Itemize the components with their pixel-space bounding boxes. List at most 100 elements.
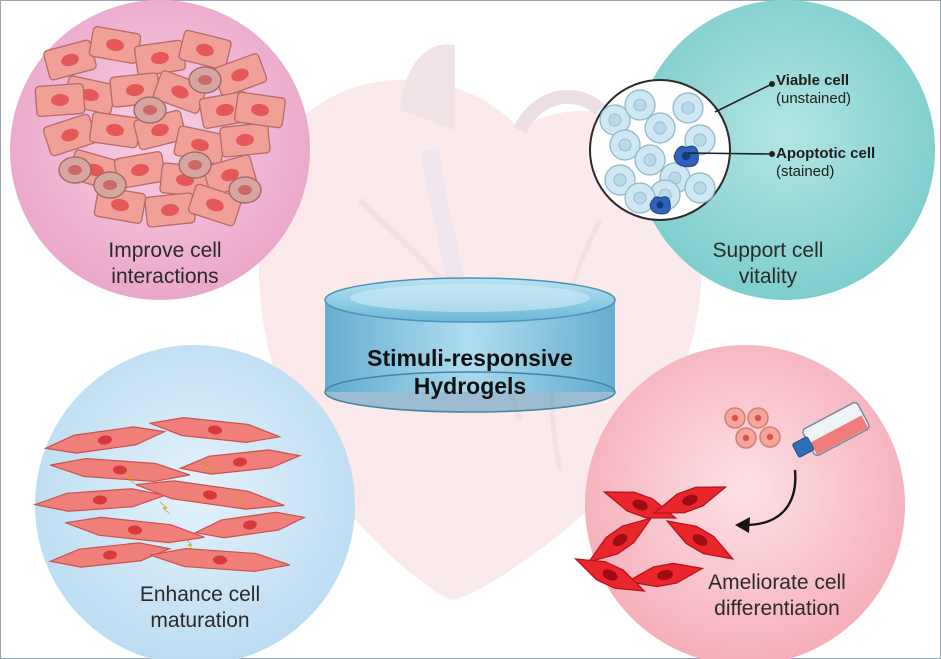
cell-nucleus (51, 93, 69, 107)
gap-junction-spark (184, 538, 196, 552)
cell-nucleus (188, 160, 202, 170)
annotation-apoptotic-cell: Apoptotic cell (stained) (776, 145, 875, 181)
cardiomyocyte (49, 457, 191, 483)
epithelial-cell (234, 91, 286, 129)
differentiated-cell-nucleus (632, 499, 648, 511)
cell-nucleus (171, 85, 189, 99)
viable-cell-nucleus (618, 138, 632, 152)
epithelial-cell-cluster (34, 26, 286, 228)
viable-cell-nucleus (653, 121, 667, 135)
cardiomyocyte-nucleus (243, 520, 257, 530)
cardiomyocyte (32, 488, 168, 512)
viable-cell-nucleus (633, 191, 647, 205)
differentiation-arrow-head (735, 517, 750, 533)
cell-nucleus (216, 103, 234, 117)
apoptotic-cell-nucleus (681, 151, 691, 161)
gap-junction-spark (234, 493, 246, 507)
culture-flask-icon (792, 401, 870, 458)
apoptotic-cell-pointer (687, 152, 773, 155)
viable-cell-pointer-dot (769, 81, 775, 87)
cardiomyocyte (135, 480, 285, 510)
panel-circle (635, 0, 935, 300)
apoptotic-cell-subtitle: (stained) (776, 163, 835, 180)
label-line2: maturation (150, 609, 250, 632)
differentiation-arrow (744, 469, 797, 527)
viable-cell-title: Viable cell (776, 72, 850, 89)
epithelial-cell (219, 122, 271, 158)
annotation-viable-cell: Viable cell (unstained) (776, 72, 851, 108)
label-line2: vitality (738, 265, 798, 288)
stem-cell-cluster (724, 407, 781, 449)
cell-nucleus (236, 133, 254, 147)
cardiomyocyte-nucleus (103, 550, 117, 560)
label-line2: differentiation (714, 597, 840, 620)
cell-nucleus (143, 105, 157, 115)
epithelial-cell (212, 53, 268, 97)
epithelial-cell (187, 183, 243, 227)
label-ameliorate-cell-differentiation: Ameliorate cell differentiation (672, 570, 882, 622)
cardiomyocyte (48, 542, 172, 568)
viable-cell-nucleus (643, 153, 657, 167)
hydrogel-title-line1: Stimuli-responsive (367, 345, 573, 371)
stained-cell-field (599, 89, 716, 215)
cardiomyocyte-nucleus (93, 495, 107, 505)
cell-nucleus (196, 43, 214, 57)
epithelial-cell (178, 29, 232, 71)
cardiomyocyte (43, 426, 167, 454)
cardiomyocyte (149, 547, 291, 573)
viable-cell-pointer (714, 83, 773, 113)
cell-nucleus (81, 88, 99, 102)
cell-nucleus (68, 165, 82, 175)
cardiomyocyte-nucleus (213, 555, 227, 565)
epithelial-cell (34, 82, 86, 118)
cell-nucleus (103, 180, 117, 190)
cardiomyocyte (65, 516, 205, 544)
panel-ameliorate-cell-differentiation (573, 345, 905, 659)
panel-enhance-cell-maturation (32, 345, 355, 659)
differentiated-cell (665, 520, 735, 560)
viable-cell-nucleus (693, 133, 707, 147)
differentiated-cell-nucleus (692, 534, 708, 546)
cell-nucleus (131, 163, 149, 177)
label-line1: Enhance cell (139, 583, 261, 606)
cell-nucleus (61, 128, 79, 142)
hydrogel-disc-icon (324, 277, 616, 413)
viable-cell-nucleus (681, 101, 695, 115)
gap-junction-spark (124, 471, 136, 485)
epithelial-cell (134, 39, 186, 77)
viable-cell-nucleus (613, 173, 627, 187)
epithelial-cell (144, 192, 196, 228)
panel-support-cell-vitality (589, 0, 935, 300)
label-support-cell-vitality: Support cell vitality (668, 238, 868, 290)
cell-nucleus (151, 51, 169, 65)
cell-nucleus (206, 198, 224, 212)
epithelial-cell (113, 151, 167, 189)
cell-nucleus (106, 123, 124, 137)
viable-cell-nucleus (693, 181, 707, 195)
cell-nucleus (111, 198, 129, 212)
cardiomyocyte-nucleus (203, 490, 217, 500)
cell-nucleus (198, 75, 212, 85)
label-line2: interactions (111, 265, 219, 288)
cell-nucleus (61, 53, 79, 67)
label-enhance-cell-maturation: Enhance cell maturation (95, 582, 305, 634)
cell-nucleus (126, 83, 144, 97)
cell-nucleus (106, 38, 124, 52)
cardiomyocyte-nucleus (98, 435, 112, 445)
differentiated-cell-nucleus (682, 494, 698, 506)
cell-nucleus (238, 185, 252, 195)
differentiated-cell (625, 562, 705, 588)
hydrogel-title-line2: Hydrogels (413, 373, 527, 399)
label-line1: Improve cell (108, 239, 222, 262)
label-line1: Ameliorate cell (708, 571, 846, 594)
cardiomyocyte-nucleus (233, 457, 247, 467)
cardiomyocyte-nucleus (113, 465, 127, 475)
cardiomyocyte (148, 417, 282, 443)
viable-cell-nucleus (633, 98, 647, 112)
differentiated-cell (573, 558, 647, 592)
cardiomyocyte-nucleus (208, 425, 222, 435)
cell-nucleus (151, 123, 169, 137)
cell-nucleus (231, 68, 249, 82)
